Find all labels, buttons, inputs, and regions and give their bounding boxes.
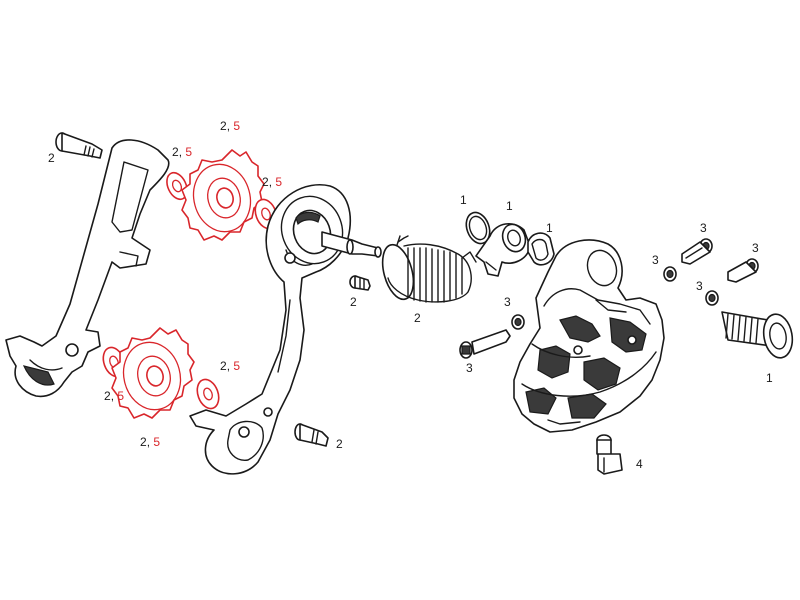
washer-right-2 — [705, 290, 719, 306]
torsion-spring — [381, 235, 477, 303]
label-lower-washer-left: 2, 5 — [104, 389, 124, 403]
label-upper-pulley: 2, 5 — [220, 119, 240, 133]
lower-pulley-washer-right — [196, 378, 220, 410]
label-pin-upper: 2 — [48, 151, 55, 165]
label-lower-washer-right: 2, 5 — [220, 359, 240, 373]
bolt-top-right — [681, 238, 713, 265]
outer-cage-plate — [5, 139, 170, 398]
cage-bolt-lower — [294, 423, 329, 447]
label-washer-right-1: 3 — [652, 253, 659, 267]
long-bolt-mid — [459, 329, 511, 359]
upper-pulley-washer-left — [166, 171, 188, 201]
pulley-axle — [321, 231, 382, 258]
bolt-right — [727, 258, 759, 283]
label-bolt-top-right: 3 — [700, 221, 707, 235]
label-b-knuckle-bolt: 1 — [766, 371, 773, 385]
label-long-bolt-mid: 3 — [466, 361, 473, 375]
cage-bolt-small — [349, 275, 371, 291]
b-knuckle-bolt — [721, 311, 794, 359]
label-spring: 2 — [414, 311, 421, 325]
label-cage-bolt-small: 2 — [350, 295, 357, 309]
washer-right-1 — [663, 266, 677, 282]
label-washer-right-2: 3 — [696, 279, 703, 293]
label-cable-fixing-bolt: 4 — [636, 457, 643, 471]
label-cage-bolt-lower: 2 — [336, 437, 343, 451]
label-upper-washer-right: 2, 5 — [262, 175, 282, 189]
label-lower-pulley: 2, 5 — [140, 435, 160, 449]
o-ring-left — [465, 211, 491, 245]
lower-pulley-wheel — [111, 327, 195, 419]
label-washer-mid: 3 — [504, 295, 511, 309]
label-ring-left: 1 — [460, 193, 467, 207]
o-ring-right — [527, 232, 555, 266]
cable-fixing-bolt — [596, 434, 623, 475]
pivot-pin-upper — [55, 132, 103, 159]
label-upper-washer-left: 2, 5 — [172, 145, 192, 159]
label-ring-right: 1 — [546, 221, 553, 235]
washer-mid — [511, 314, 525, 330]
bushing — [475, 223, 531, 277]
inner-cage-plate — [189, 184, 352, 475]
label-bushing: 1 — [506, 199, 513, 213]
derailleur-body — [513, 239, 665, 433]
label-bolt-right: 3 — [752, 241, 759, 255]
upper-pulley-wheel — [181, 149, 265, 241]
